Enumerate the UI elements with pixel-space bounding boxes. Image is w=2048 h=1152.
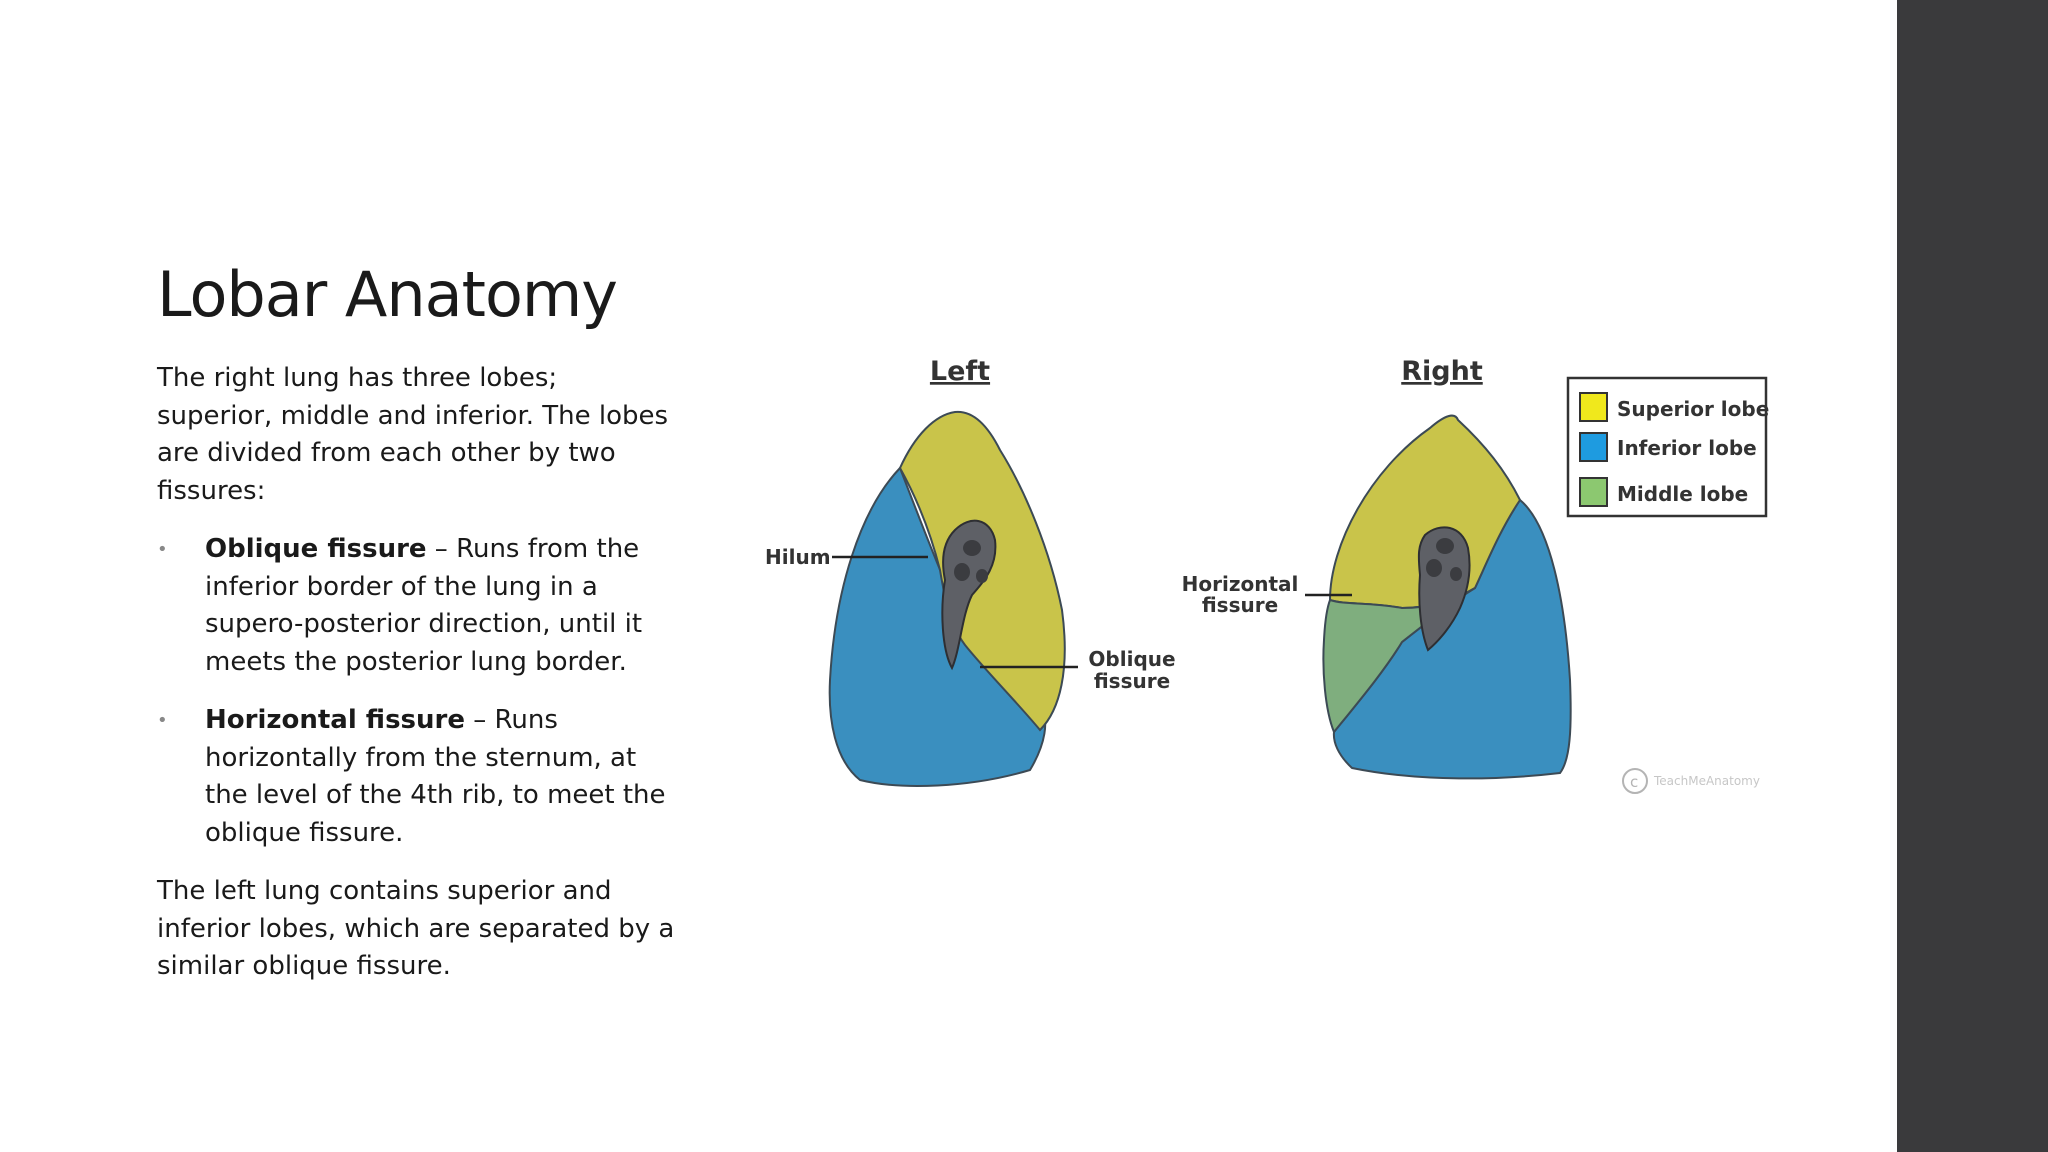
- list-item: • Oblique fissure – Runs from the inferio…: [157, 531, 677, 681]
- horizontal-label-line1: Horizontal: [1182, 572, 1299, 596]
- right-hilum: [1417, 526, 1471, 652]
- legend-swatch-inferior: [1579, 432, 1608, 462]
- bullet-text: – Runs from the inferior border of the l…: [205, 534, 643, 677]
- slide-body: The right lung has three lobes; superior…: [157, 360, 677, 1007]
- closing-paragraph: The left lung contains superior and infe…: [157, 876, 675, 981]
- left-heading: Left: [930, 356, 990, 387]
- legend-label-middle: Middle lobe: [1617, 482, 1748, 506]
- copyright-text: TeachMeAnatomy: [1653, 774, 1760, 788]
- bullet-icon: •: [157, 710, 168, 731]
- hilum-vessel: [1426, 559, 1442, 577]
- oblique-label-line2: fissure: [1094, 669, 1170, 693]
- copyright-mark: c TeachMeAnatomy: [1622, 768, 1760, 794]
- copyright-icon: [1622, 768, 1648, 794]
- bullet-text: – Runs horizontally from the sternum, at…: [205, 705, 666, 848]
- list-item: • Horizontal fissure – Runs horizontally …: [157, 702, 677, 852]
- hilum-vessel: [976, 569, 988, 583]
- right-heading: Right: [1401, 356, 1483, 387]
- slide: Lobar Anatomy The right lung has three l…: [157, 258, 1790, 1007]
- right-middle-lobe: [1322, 587, 1476, 734]
- legend-label-superior: Superior lobe: [1617, 397, 1769, 421]
- slide-title: Lobar Anatomy: [157, 258, 618, 331]
- horizontal-label-line2: fissure: [1202, 593, 1278, 617]
- bullet-term: Oblique fissure: [205, 534, 427, 564]
- left-lung: Left Hilum Oblique fissure: [765, 356, 1176, 787]
- bullet-icon: •: [157, 539, 168, 560]
- bullet-term: Horizontal fissure: [205, 705, 465, 735]
- hilum-vessel: [1450, 567, 1462, 581]
- legend-swatch-superior: [1579, 392, 1608, 422]
- side-panel: [1897, 0, 2048, 1152]
- hilum-vessel: [954, 563, 970, 581]
- hilum-vessel: [1436, 538, 1454, 554]
- legend-label-inferior: Inferior lobe: [1617, 436, 1757, 460]
- legend: Superior lobe Inferior lobe Middle lobe: [1566, 376, 1769, 518]
- hilum-label: Hilum: [765, 545, 831, 569]
- oblique-label-line1: Oblique: [1088, 647, 1175, 671]
- intro-paragraph: The right lung has three lobes; superior…: [157, 363, 669, 506]
- lung-diagram: Left Hilum Oblique fissure Right: [765, 356, 1769, 794]
- fissure-list: • Oblique fissure – Runs from the inferio…: [157, 531, 677, 852]
- hilum-vessel: [963, 540, 981, 556]
- copyright-glyph: c: [1630, 773, 1638, 791]
- legend-swatch-middle: [1579, 477, 1608, 507]
- left-hilum: [941, 519, 997, 671]
- right-lung: Right Horizontal fissure: [1182, 356, 1572, 780]
- lung-lobes-figure: Left Hilum Oblique fissure Right: [740, 350, 1790, 820]
